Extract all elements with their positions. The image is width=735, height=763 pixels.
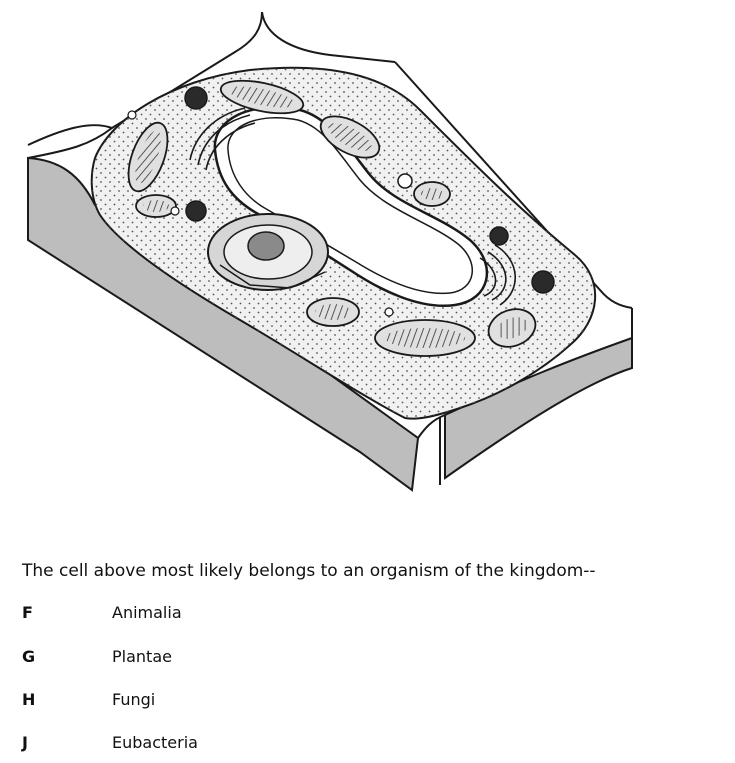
choice-letter: H [22, 690, 36, 709]
choice-letter: J [22, 733, 28, 752]
choice-letter: G [22, 647, 36, 666]
choice-text: Animalia [112, 603, 182, 622]
choice-text: Plantae [112, 647, 172, 666]
choice-letter: F [22, 603, 33, 622]
question-text: The cell above most likely belongs to an… [22, 561, 596, 581]
vesicles [127, 86, 555, 317]
choice-text: Fungi [112, 690, 156, 709]
choice-text: Eubacteria [112, 733, 198, 752]
nucleus [207, 213, 329, 291]
plant-cell-diagram [27, 11, 633, 492]
endoplasmic-reticulum [189, 107, 516, 306]
chloroplasts [127, 79, 537, 357]
